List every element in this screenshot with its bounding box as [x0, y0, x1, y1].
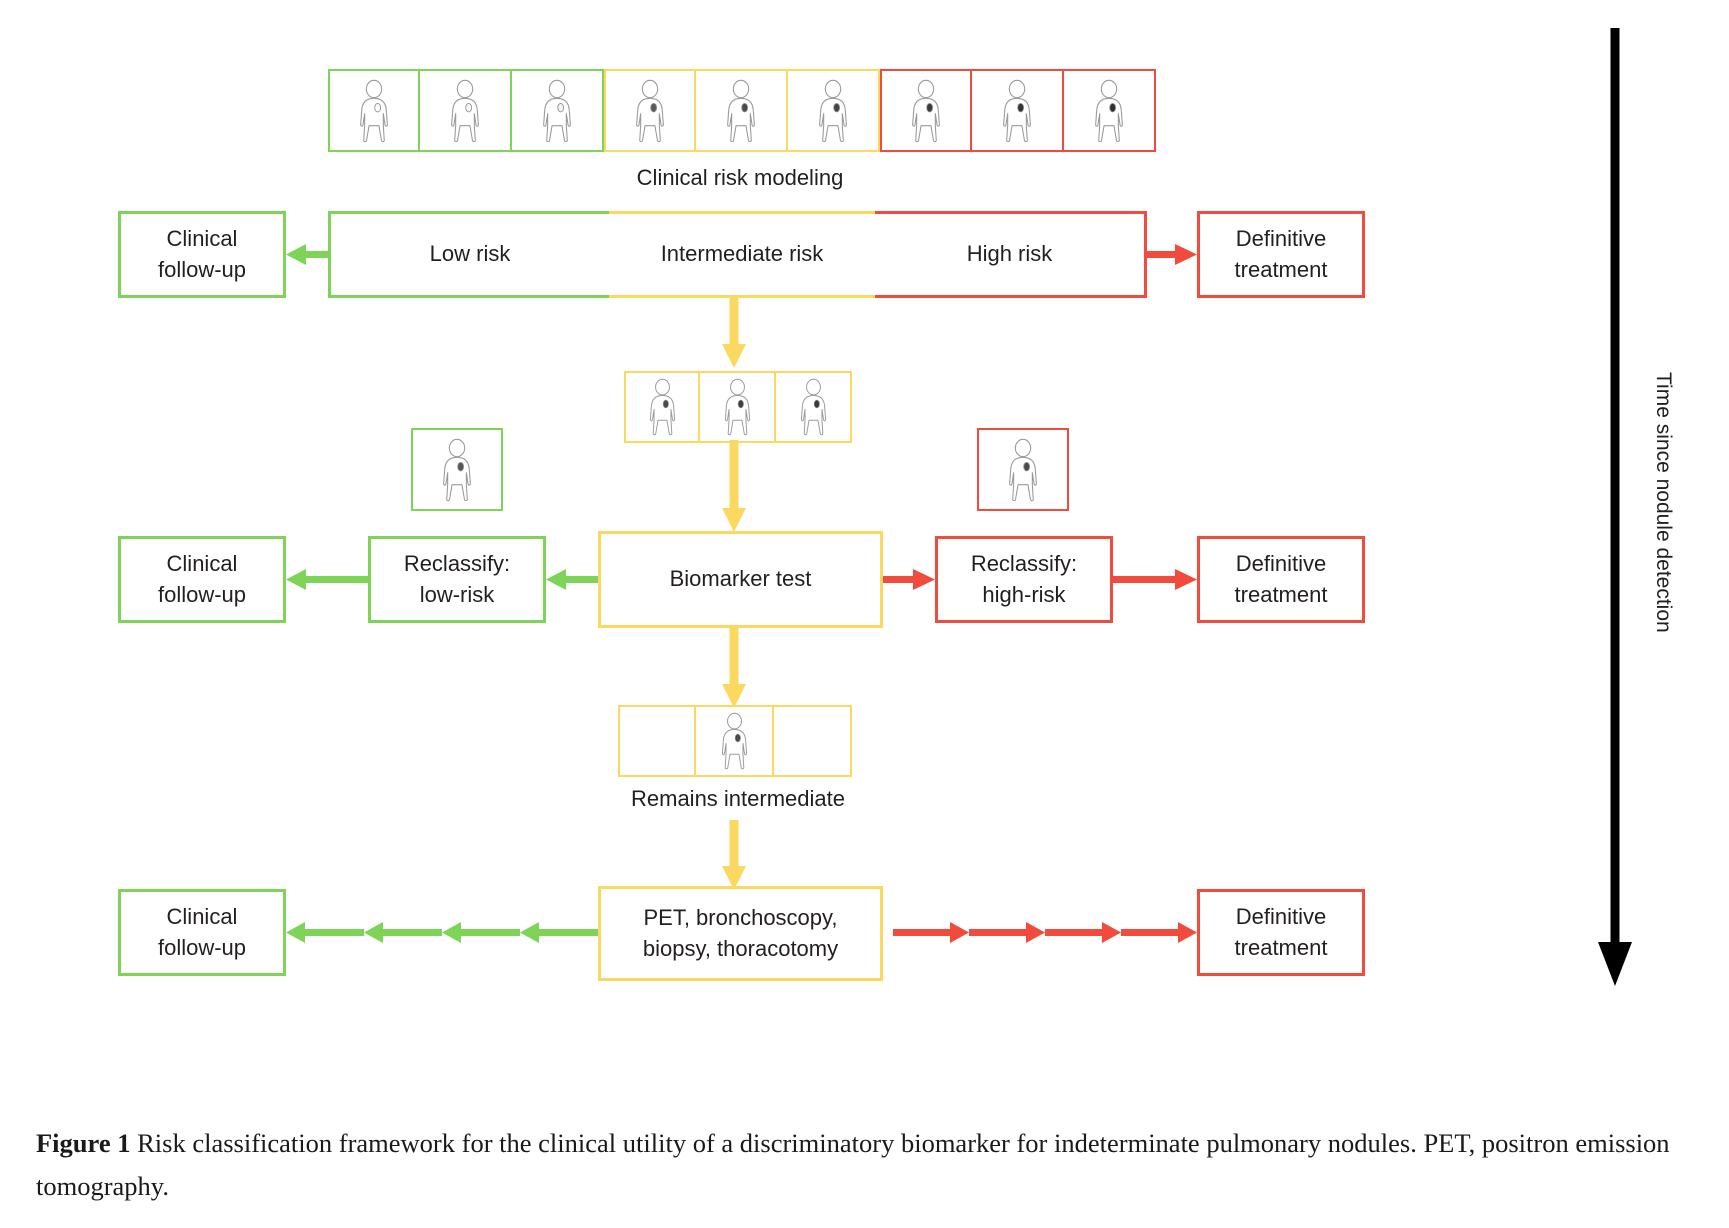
risk-band-treatment-line1: Definitive	[1235, 226, 1327, 252]
patient-cell	[977, 428, 1069, 511]
biomarker-test-label: Biomarker test	[669, 566, 812, 592]
clinical-risk-modeling-label: Clinical risk modeling	[636, 165, 844, 190]
final-followup-line2: follow-up	[157, 934, 247, 960]
biomarker-clinical-followup-box[interactable]: Clinical follow-up	[118, 536, 286, 623]
biomarker-test-box[interactable]: Biomarker test	[598, 531, 883, 628]
high-risk-label: High risk	[966, 241, 1053, 267]
arrow-reclasslow-to-followup	[286, 568, 368, 591]
patient-icon	[724, 378, 750, 436]
arrow-intermediate-down-2	[720, 440, 748, 532]
patient-cell	[774, 705, 852, 777]
patient-cell	[618, 705, 696, 777]
cohort-patient-row	[328, 69, 1156, 152]
low-risk-box[interactable]: Low risk	[328, 211, 609, 298]
patient-cell	[972, 69, 1064, 152]
reclassify-high-patient-box	[977, 428, 1069, 511]
reclassify-high-line2: high-risk	[982, 581, 1066, 607]
risk-band-followup-line1: Clinical	[166, 226, 238, 252]
patient-cell	[696, 69, 788, 152]
pet-line2: biopsy, thoracotomy	[642, 935, 839, 961]
patient-icon	[649, 378, 675, 436]
timeline-arrow	[1595, 28, 1635, 986]
patient-icon	[1095, 79, 1123, 142]
reclassify-low-patient-box	[411, 428, 503, 511]
biomarker-treatment-line2: treatment	[1234, 581, 1328, 607]
patient-icon	[1009, 438, 1037, 501]
arrow-high-to-treatment	[1147, 243, 1197, 266]
patient-icon	[543, 79, 571, 142]
reclassify-low-line1: Reclassify:	[403, 551, 511, 577]
biomarker-definitive-treatment-box[interactable]: Definitive treatment	[1197, 536, 1365, 623]
intermediate-risk-box[interactable]: Intermediate risk	[609, 211, 875, 298]
figure-caption: Figure 1 Risk classification framework f…	[36, 1122, 1696, 1208]
patient-cell	[788, 69, 880, 152]
patient-icon	[443, 438, 471, 501]
patient-icon	[721, 712, 747, 770]
final-clinical-followup-box[interactable]: Clinical follow-up	[118, 889, 286, 976]
risk-band-definitive-treatment-box[interactable]: Definitive treatment	[1197, 211, 1365, 298]
arrow-low-to-followup	[286, 243, 332, 266]
final-left-arrow-chain	[286, 920, 598, 945]
patient-icon	[1003, 79, 1031, 142]
reclassify-low-line2: low-risk	[419, 581, 495, 607]
pet-bronchoscopy-box[interactable]: PET, bronchoscopy, biopsy, thoracotomy	[598, 886, 883, 981]
patient-cell	[1064, 69, 1156, 152]
arrow-intermediate-down-1	[720, 298, 748, 368]
patient-cell	[328, 69, 420, 152]
patient-icon	[800, 378, 826, 436]
final-treatment-line2: treatment	[1234, 934, 1328, 960]
patient-cell	[512, 69, 604, 152]
patient-icon	[912, 79, 940, 142]
risk-band-followup-line2: follow-up	[157, 256, 247, 282]
patient-cell	[604, 69, 696, 152]
patient-cell	[696, 705, 774, 777]
pet-line1: PET, bronchoscopy,	[643, 905, 838, 931]
patient-cell	[776, 371, 852, 443]
high-risk-box[interactable]: High risk	[875, 211, 1147, 298]
final-treatment-line1: Definitive	[1235, 904, 1327, 930]
arrow-reclasshigh-to-treatment	[1113, 568, 1197, 591]
arrow-remains-down	[720, 820, 748, 890]
figure-number: Figure 1	[36, 1128, 131, 1158]
reclassify-low-risk-box[interactable]: Reclassify: low-risk	[368, 536, 546, 623]
arrow-biomarker-to-reclasshigh	[883, 568, 935, 591]
patient-icon	[636, 79, 664, 142]
patient-cell	[624, 371, 700, 443]
patient-icon	[727, 79, 755, 142]
remains-intermediate-row	[618, 705, 852, 777]
reclassify-high-line1: Reclassify:	[970, 551, 1078, 577]
final-definitive-treatment-box[interactable]: Definitive treatment	[1197, 889, 1365, 976]
patient-cell	[880, 69, 972, 152]
final-right-arrow-chain	[893, 920, 1197, 945]
biomarker-treatment-line1: Definitive	[1235, 551, 1327, 577]
patient-icon	[819, 79, 847, 142]
arrow-biomarker-to-reclasslow	[546, 568, 598, 591]
patient-icon	[360, 79, 388, 142]
reclassify-high-risk-box[interactable]: Reclassify: high-risk	[935, 536, 1113, 623]
intermediate-cohort-row	[624, 371, 852, 443]
remains-intermediate-label: Remains intermediate	[631, 786, 845, 811]
final-followup-line1: Clinical	[166, 904, 238, 930]
risk-band-treatment-line2: treatment	[1234, 256, 1328, 282]
patient-cell	[411, 428, 503, 511]
biomarker-followup-line1: Clinical	[166, 551, 238, 577]
biomarker-followup-line2: follow-up	[157, 581, 247, 607]
arrow-biomarker-down	[720, 628, 748, 708]
patient-cell	[420, 69, 512, 152]
timeline-label: Time since nodule detection	[1652, 372, 1675, 633]
patient-icon	[451, 79, 479, 142]
low-risk-label: Low risk	[429, 241, 511, 267]
patient-cell	[700, 371, 776, 443]
intermediate-risk-label: Intermediate risk	[660, 241, 824, 267]
figure-caption-text: Risk classification framework for the cl…	[36, 1128, 1670, 1201]
risk-band-clinical-followup-box[interactable]: Clinical follow-up	[118, 211, 286, 298]
